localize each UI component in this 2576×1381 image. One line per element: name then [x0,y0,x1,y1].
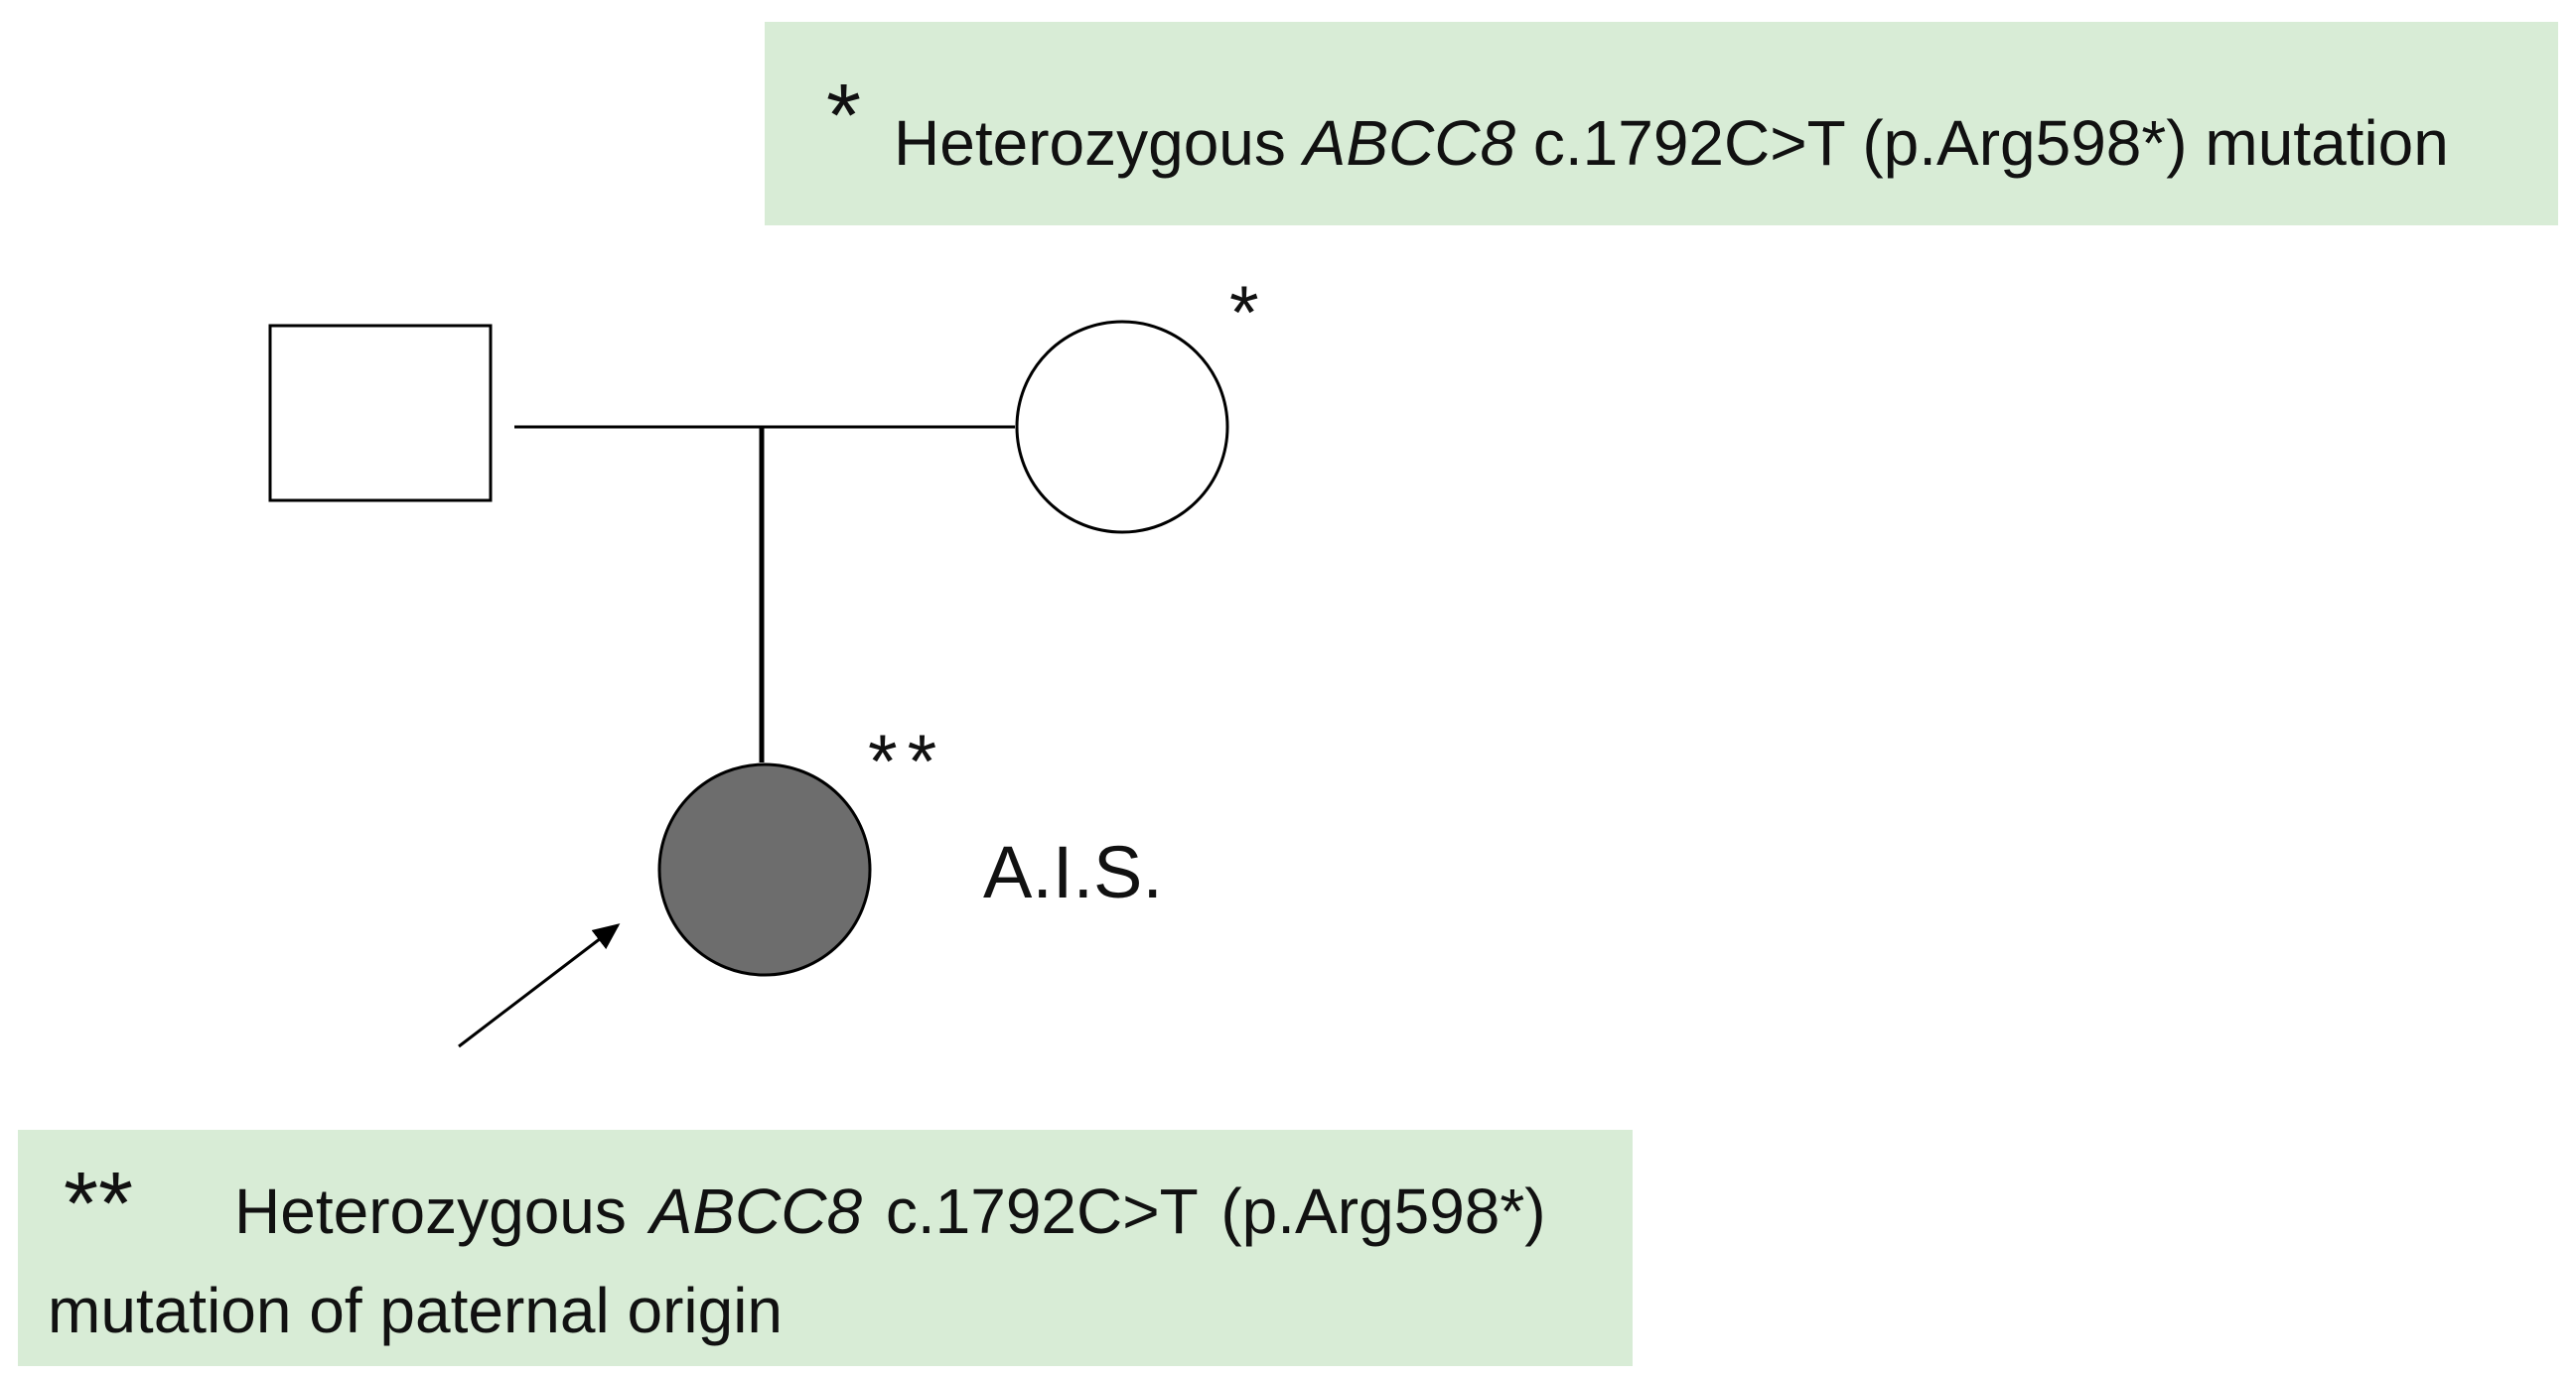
proband-circle [657,762,872,977]
proband-arrow [458,923,621,1048]
legend-bottom-prefix: Heterozygous [234,1175,650,1247]
legend-top-suffix: c.1792C>T (p.Arg598*) mutation [1515,107,2449,179]
legend-top-prefix: Heterozygous [894,107,1304,179]
father-square [268,324,493,502]
legend-mother-mutation: * Heterozygous ABCC8 c.1792C>T (p.Arg598… [765,22,2558,225]
legend-bottom-suffix: c.1792C>T (p.Arg598*) [862,1175,1546,1247]
legend-bottom-gene: ABCC8 [649,1175,863,1247]
proband-label: A.I.S. [983,831,1163,913]
legend-top-gene: ABCC8 [1303,107,1516,179]
legend-bottom-line1: Heterozygous ABCC8 c.1792C>T (p.Arg598*) [234,1179,1546,1243]
mother-carrier-marker: * [1229,271,1259,355]
proband-carrier-marker: ** [868,720,947,804]
mother-circle [1015,320,1229,534]
legend-bottom-line2: mutation of paternal origin [48,1275,783,1346]
legend-double-asterisk: ** [64,1155,134,1254]
legend-single-asterisk: * [826,67,862,166]
legend-proband-mutation: ** Heterozygous ABCC8 c.1792C>T (p.Arg59… [18,1130,1633,1366]
legend-top-text: Heterozygous ABCC8 c.1792C>T (p.Arg598*)… [894,111,2449,175]
